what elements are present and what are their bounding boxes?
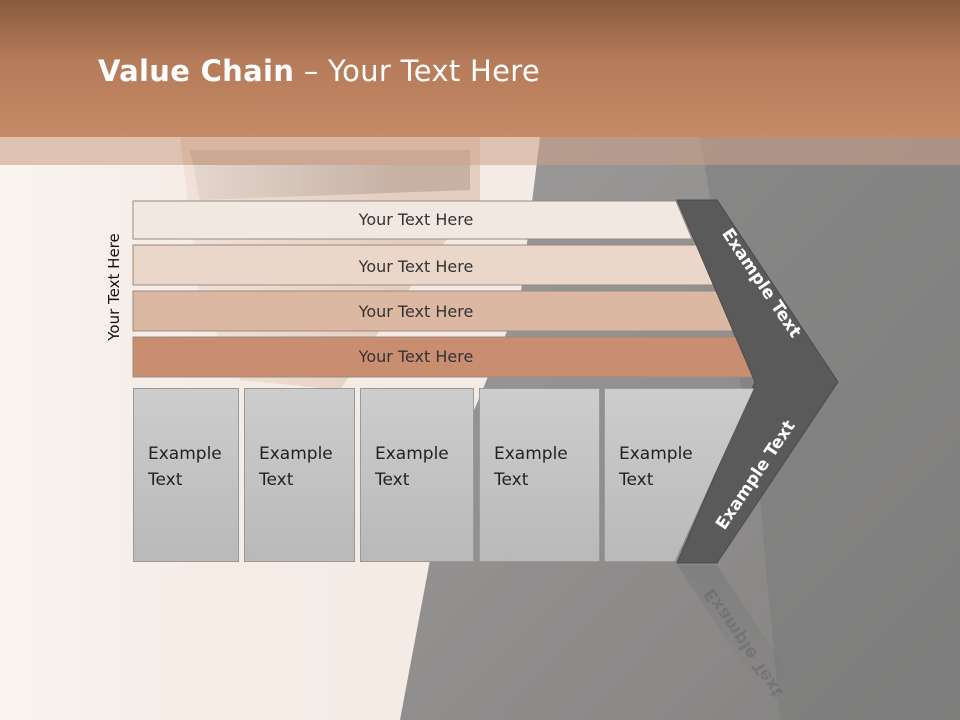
activity-box-5-line1: Example (619, 444, 693, 464)
activity-box-4-line2: Text (494, 470, 529, 490)
activity-box-1-line1: Example (148, 444, 222, 464)
activity-box-4-text: Example Text (494, 441, 584, 493)
activity-box-3-line1: Example (375, 444, 449, 464)
activity-box-2-line2: Text (259, 470, 294, 490)
activity-box-2: Example Text (244, 388, 355, 562)
activity-box-5-line2: Text (619, 470, 654, 490)
support-bar-1 (132, 200, 693, 240)
support-bar-2-label: Your Text Here (358, 257, 474, 276)
activity-box-3: Example Text (360, 388, 474, 562)
header-accent-strip (0, 137, 960, 165)
activity-box-1-text: Example Text (148, 441, 238, 493)
activity-box-2-text: Example Text (259, 441, 349, 493)
activity-box-4-line1: Example (494, 444, 568, 464)
activity-box-3-line2: Text (375, 470, 410, 490)
header-band (0, 0, 960, 137)
activity-box-5-text: Example Text (619, 441, 709, 493)
activity-box-2-line1: Example (259, 444, 333, 464)
title-bold: Value Chain (98, 54, 295, 88)
slide-title: Value Chain – Your Text Here (98, 54, 540, 94)
margin-chevron (676, 199, 839, 564)
support-bar-3-label: Your Text Here (358, 302, 474, 321)
support-bar-4-label: Your Text Here (358, 347, 474, 366)
activity-box-4: Example Text (479, 388, 600, 562)
chevron-reflection (677, 565, 800, 690)
support-bar-1-label: Your Text Here (358, 210, 474, 229)
activity-box-1-line2: Text (148, 470, 183, 490)
activity-box-1: Example Text (133, 388, 239, 562)
title-rest: – Your Text Here (294, 54, 540, 88)
activity-box-3-text: Example Text (375, 441, 465, 493)
